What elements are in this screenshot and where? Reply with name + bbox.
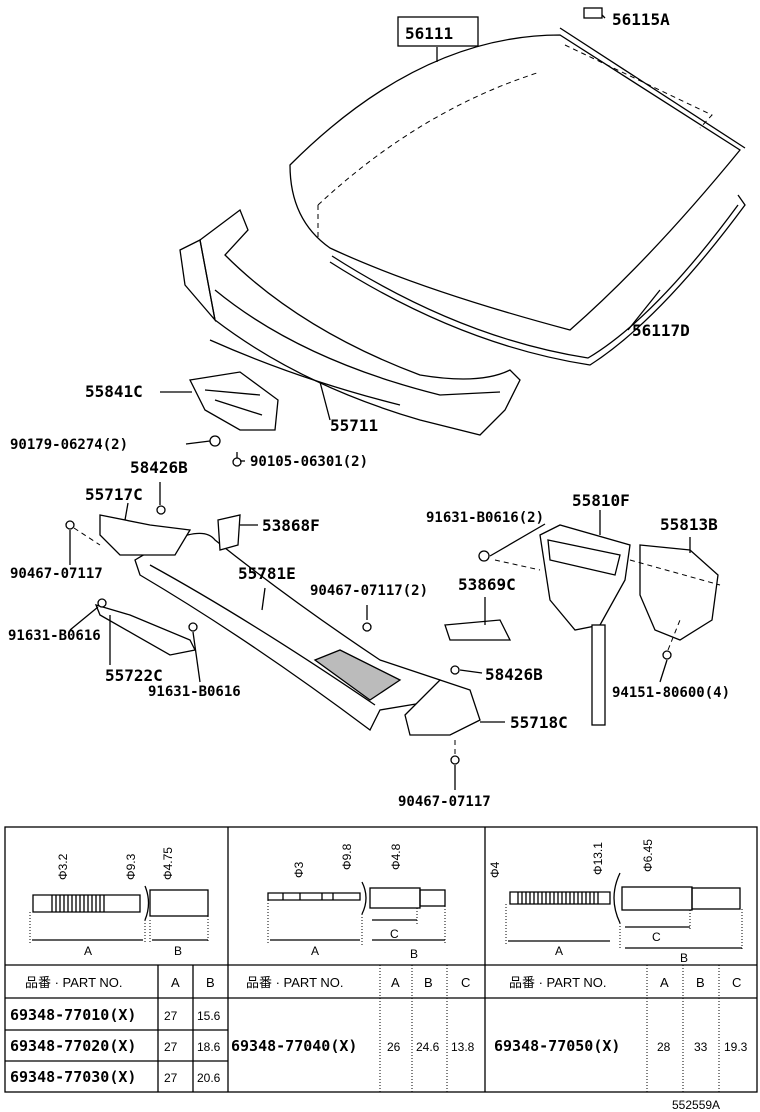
header-c: C [461,975,470,990]
table-row: 69348-77010(X) 27 15.6 [10,1006,221,1024]
value-b: 24.6 [416,1040,440,1054]
callout-bolt[interactable]: 90105-06301(2) [250,454,368,470]
bracket-drawing [189,371,279,467]
callout-seal-center[interactable]: 53869C [458,575,516,594]
value-a: 26 [387,1040,401,1054]
dim-label-c: C [652,930,661,944]
header-part-no: 品番 · PART NO. [509,975,607,990]
callout-rivet-left[interactable]: 91631-B0616 [8,628,101,644]
part-number[interactable]: 69348-77030(X) [10,1068,136,1086]
dim-head-dia: Φ9.8 [340,843,354,870]
leader-lines [69,14,691,790]
callout-windshield-clip[interactable]: 56115A [612,10,670,29]
callout-clip-left[interactable]: 90467-07117 [10,566,103,582]
callout-clip-lower[interactable]: 58426B [485,665,543,684]
callout-duct-housing[interactable]: 55810F [572,491,630,510]
callout-clip-upper[interactable]: 58426B [130,458,188,477]
callout-cowl-louver[interactable]: 55781E [238,564,296,583]
dim-body-dia: Φ4.8 [389,843,403,870]
header-b: B [206,975,215,990]
dim-shank-dia: Φ4 [488,861,502,878]
part-number[interactable]: 69348-77040(X) [231,1037,357,1055]
header-a: A [391,975,400,990]
table-row: 69348-77020(X) 27 18.6 [10,1037,221,1055]
dim-label-a: A [84,944,92,958]
callout-labels: 56111 56115A 56117D 55841C 55711 90179-0… [8,10,730,810]
value-a: 27 [164,1009,178,1023]
fasteners [65,7,672,765]
header-b: B [696,975,705,990]
header-a: A [660,975,669,990]
cowl-panel-drawing [179,208,521,436]
callout-windshield-molding[interactable]: 56117D [632,321,690,340]
callout-nut-bolt[interactable]: 90179-06274(2) [10,437,128,453]
value-b: 18.6 [197,1040,221,1054]
callout-rivet-four[interactable]: 94151-80600(4) [612,685,730,701]
callout-windshield[interactable]: 56111 [405,24,453,43]
cowl-louver-drawing [94,514,512,736]
rivet-table: A B Φ3.2 Φ9.3 Φ4.75 A C B Φ3 Φ9.8 Φ4.8 [4,826,758,1093]
header-part-no: 品番 · PART NO. [25,975,123,990]
dim-head-dia: Φ9.3 [124,853,138,880]
table-row: 69348-77030(X) 27 20.6 [10,1068,221,1086]
value-a: 27 [164,1040,178,1054]
callout-duct-bracket[interactable]: 55813B [660,515,718,534]
dim-label-b: B [174,944,182,958]
value-a: 28 [657,1040,671,1054]
dim-body-dia: Φ4.75 [161,847,175,880]
part-number[interactable]: 69348-77020(X) [10,1037,136,1055]
callout-cowl-brace[interactable]: 55722C [105,666,163,685]
table-row: 69348-77050(X) 28 33 19.3 [494,1037,748,1055]
dim-label-a: A [311,944,319,958]
windshield-molding-drawing [329,194,746,366]
callout-cowl-side-left[interactable]: 55717C [85,485,143,504]
value-b: 33 [694,1040,708,1054]
callout-clip-pair[interactable]: 90467-07117(2) [310,583,428,599]
dim-label-c: C [390,927,399,941]
value-a: 27 [164,1071,178,1085]
header-c: C [732,975,741,990]
part-number[interactable]: 69348-77010(X) [10,1006,136,1024]
windshield-drawing [289,27,746,331]
callout-cowl-side-right[interactable]: 55718C [510,713,568,732]
dim-head-dia: Φ13.1 [591,842,605,875]
dim-shank-dia: Φ3 [292,861,306,878]
dim-label-a: A [555,944,563,958]
value-b: 20.6 [197,1071,221,1085]
value-c: 13.8 [451,1040,475,1054]
callout-rivet-pair[interactable]: 91631-B0616(2) [426,510,544,526]
rivet-drawing-3: A C B Φ4 Φ13.1 Φ6.45 [488,839,743,965]
part-number[interactable]: 69348-77050(X) [494,1037,620,1055]
rivet-drawing-1: A B Φ3.2 Φ9.3 Φ4.75 [29,847,209,958]
callout-cowl-panel[interactable]: 55711 [330,416,378,435]
value-b: 15.6 [197,1009,221,1023]
callout-rivet-lower[interactable]: 91631-B0616 [148,684,241,700]
header-a: A [171,975,180,990]
table-row: 69348-77040(X) 26 24.6 13.8 [231,1037,475,1055]
duct-drawing [494,524,721,726]
dim-label-b: B [410,947,418,961]
header-part-no: 品番 · PART NO. [246,975,344,990]
callout-cowl-bracket-left[interactable]: 55841C [85,382,143,401]
rivet-drawing-2: A C B Φ3 Φ9.8 Φ4.8 [267,843,446,961]
callout-clip-bottom[interactable]: 90467-07117 [398,794,491,810]
callout-box-windshield [397,16,479,47]
callout-seal-right[interactable]: 53868F [262,516,320,535]
dim-shank-dia: Φ3.2 [56,853,70,880]
value-c: 19.3 [724,1040,748,1054]
dim-label-b: B [680,951,688,965]
drawing-id: 552559A [672,1098,720,1112]
dim-body-dia: Φ6.45 [641,839,655,872]
header-b: B [424,975,433,990]
